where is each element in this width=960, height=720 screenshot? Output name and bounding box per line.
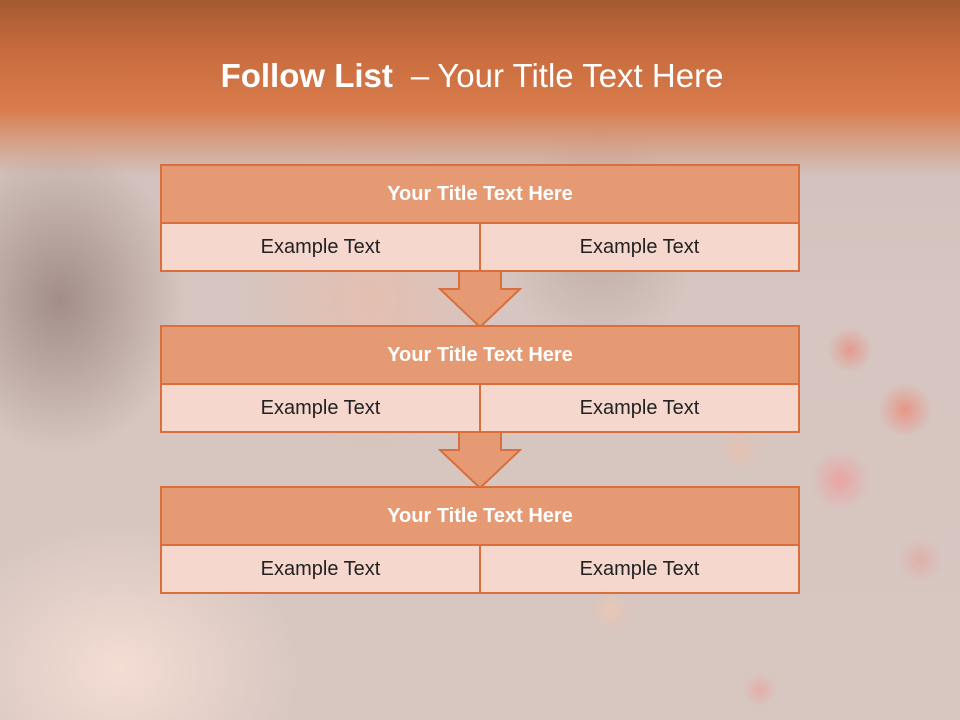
flow-block-row: Example Text Example Text <box>162 546 798 592</box>
flow-block-2: Your Title Text Here Example Text Exampl… <box>160 325 800 433</box>
title-band <box>0 0 960 175</box>
slide-title-separator: – <box>410 57 430 94</box>
flow-block-row: Example Text Example Text <box>162 385 798 431</box>
flow-block-cell-left: Example Text <box>260 235 381 258</box>
flow-block-row: Example Text Example Text <box>162 224 798 270</box>
down-arrow-icon <box>438 271 522 329</box>
slide-title: Follow List–Your Title Text Here <box>0 52 944 100</box>
flow-block-cell-right: Example Text <box>479 385 798 431</box>
flow-block-1: Your Title Text Here Example Text Exampl… <box>160 164 800 272</box>
slide-title-rest: Your Title Text Here <box>437 57 724 94</box>
flow-block-3: Your Title Text Here Example Text Exampl… <box>160 486 800 594</box>
slide-title-bold: Follow List <box>220 57 393 94</box>
flow-block-cell-right: Example Text <box>479 546 798 592</box>
flow-block-title: Your Title Text Here <box>162 166 798 224</box>
flow-block-title: Your Title Text Here <box>162 488 798 546</box>
flow-block-cell-right: Example Text <box>479 224 798 270</box>
flow-block-title: Your Title Text Here <box>162 327 798 385</box>
flow-block-cell-left: Example Text <box>260 557 381 580</box>
flow-block-cell-left: Example Text <box>260 396 381 419</box>
down-arrow-icon <box>438 432 522 490</box>
